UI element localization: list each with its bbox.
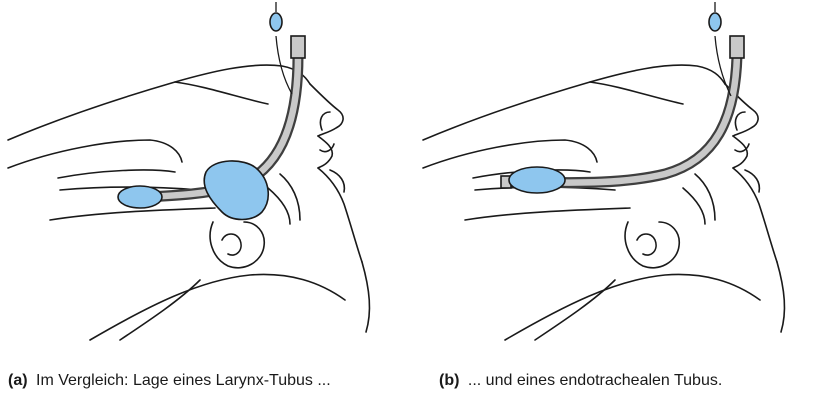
head-outline bbox=[8, 65, 369, 340]
tube-connector bbox=[291, 36, 305, 58]
proximal-cuff bbox=[204, 161, 268, 220]
endotracheal-tube-illustration bbox=[415, 0, 829, 350]
pilot-balloon bbox=[270, 13, 282, 31]
larynx-tube-illustration bbox=[0, 0, 414, 350]
caption-label-a: (a) bbox=[8, 372, 28, 389]
caption-a: (a) Im Vergleich: Lage eines Larynx-Tubu… bbox=[8, 372, 331, 390]
tracheal-cuff bbox=[509, 167, 565, 193]
tube-connector bbox=[730, 36, 744, 58]
distal-cuff bbox=[118, 186, 162, 208]
caption-text-a: Im Vergleich: Lage eines Larynx-Tubus ..… bbox=[36, 372, 331, 389]
caption-text-b: ... und eines endotrachealen Tubus. bbox=[468, 372, 722, 389]
pilot-balloon bbox=[709, 13, 721, 31]
panel-larynx-tube: (a) Im Vergleich: Lage eines Larynx-Tubu… bbox=[0, 0, 414, 399]
larynx-tube bbox=[118, 2, 305, 220]
caption-label-b: (b) bbox=[439, 372, 459, 389]
caption-b: (b) ... und eines endotrachealen Tubus. bbox=[439, 372, 722, 390]
panel-endotracheal-tube: (b) ... und eines endotrachealen Tubus. bbox=[415, 0, 829, 399]
